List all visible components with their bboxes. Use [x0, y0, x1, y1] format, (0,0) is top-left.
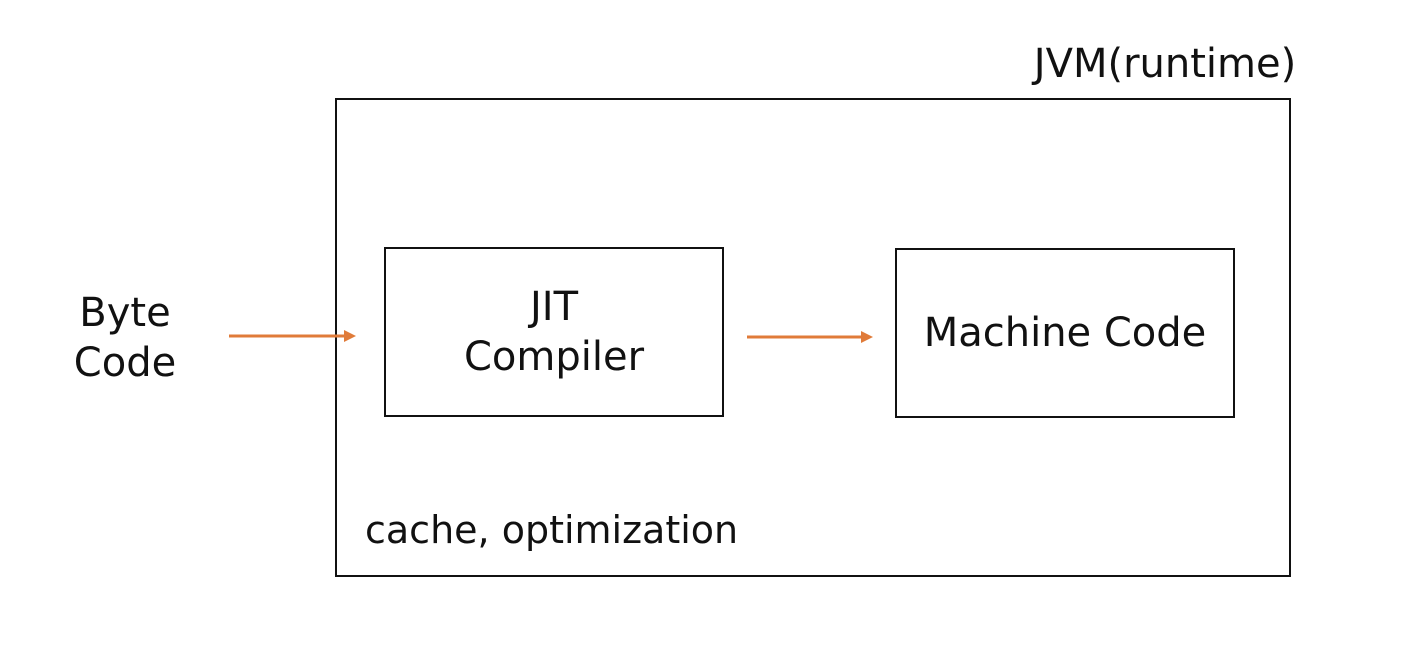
cache-optimization-note: cache, optimization: [365, 508, 739, 552]
machine-code-label: Machine Code: [923, 310, 1207, 356]
byte-code-line-1: Byte: [79, 290, 171, 336]
jit-compiler-line-1: JIT: [529, 284, 579, 330]
jit-compiler-box: JIT Compiler: [384, 247, 724, 417]
jit-compiler-line-2: Compiler: [463, 334, 645, 380]
byte-code-line-2: Code: [73, 340, 177, 386]
jvm-runtime-title: JVM(runtime): [1033, 41, 1297, 87]
machine-code-box: Machine Code: [895, 248, 1235, 418]
byte-code-label: Byte Code: [50, 288, 200, 388]
